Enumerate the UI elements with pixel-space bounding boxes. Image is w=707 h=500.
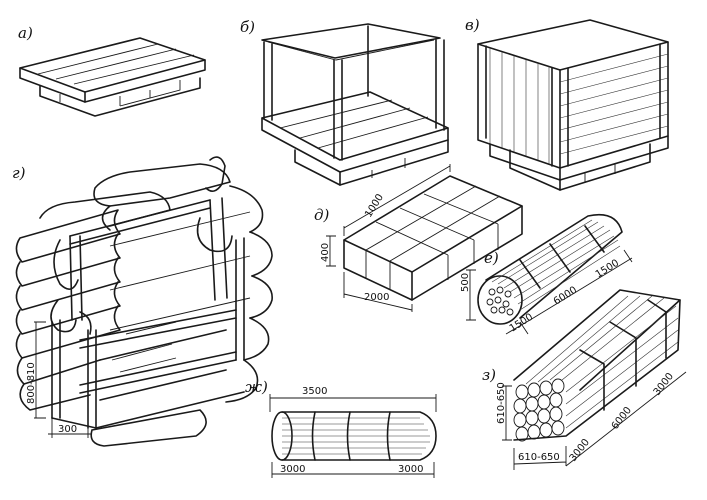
dim-zh-left: 3000 [280, 464, 305, 475]
dim-d-length: 2000 [364, 292, 389, 303]
log-ends [513, 378, 565, 442]
label-v: в) [465, 16, 480, 34]
label-a: а) [18, 24, 33, 42]
figure-d-block-package: д) 400 2000 1000 [314, 164, 523, 312]
dim-d-height: 400 [320, 243, 331, 262]
dim-z-end-right: 3000 [652, 371, 676, 398]
dim-g-height: 800-810 [26, 362, 37, 404]
dim-e-end-left: 1500 [508, 312, 535, 335]
dim-e-diameter: 500 [460, 273, 471, 292]
dim-g-width: 300 [58, 424, 77, 435]
figure-v-box-pallet: в) [465, 16, 669, 191]
figure-g-bale-stack: г) [12, 156, 273, 447]
label-e: е) [484, 249, 499, 267]
dim-z-end-left: 3000 [568, 437, 592, 464]
dim-zh-right: 3000 [398, 464, 423, 475]
figure-b-post-pallet: б) [240, 18, 449, 186]
figure-e-rod-bundle: е) 500 1500 6000 1500 [460, 213, 633, 335]
figure-zh-bundle: ж) 3500 3000 3000 [245, 378, 437, 478]
dim-e-end-right: 1500 [594, 258, 621, 281]
label-zh: ж) [245, 378, 268, 396]
dim-z-height: 610-650 [496, 382, 507, 424]
label-b: б) [240, 18, 255, 36]
dim-zh-length: 3500 [302, 386, 327, 397]
label-z: з) [482, 366, 496, 384]
dim-z-width: 610-650 [518, 452, 560, 463]
label-g: г) [12, 164, 26, 182]
dim-z-length: 6000 [610, 405, 634, 432]
figure-z-timber-bundle: з) 610-650 610-650 3000 6000 3000 [482, 289, 687, 470]
figure-a-flat-pallet: а) [18, 24, 206, 117]
label-d: д) [314, 206, 330, 224]
